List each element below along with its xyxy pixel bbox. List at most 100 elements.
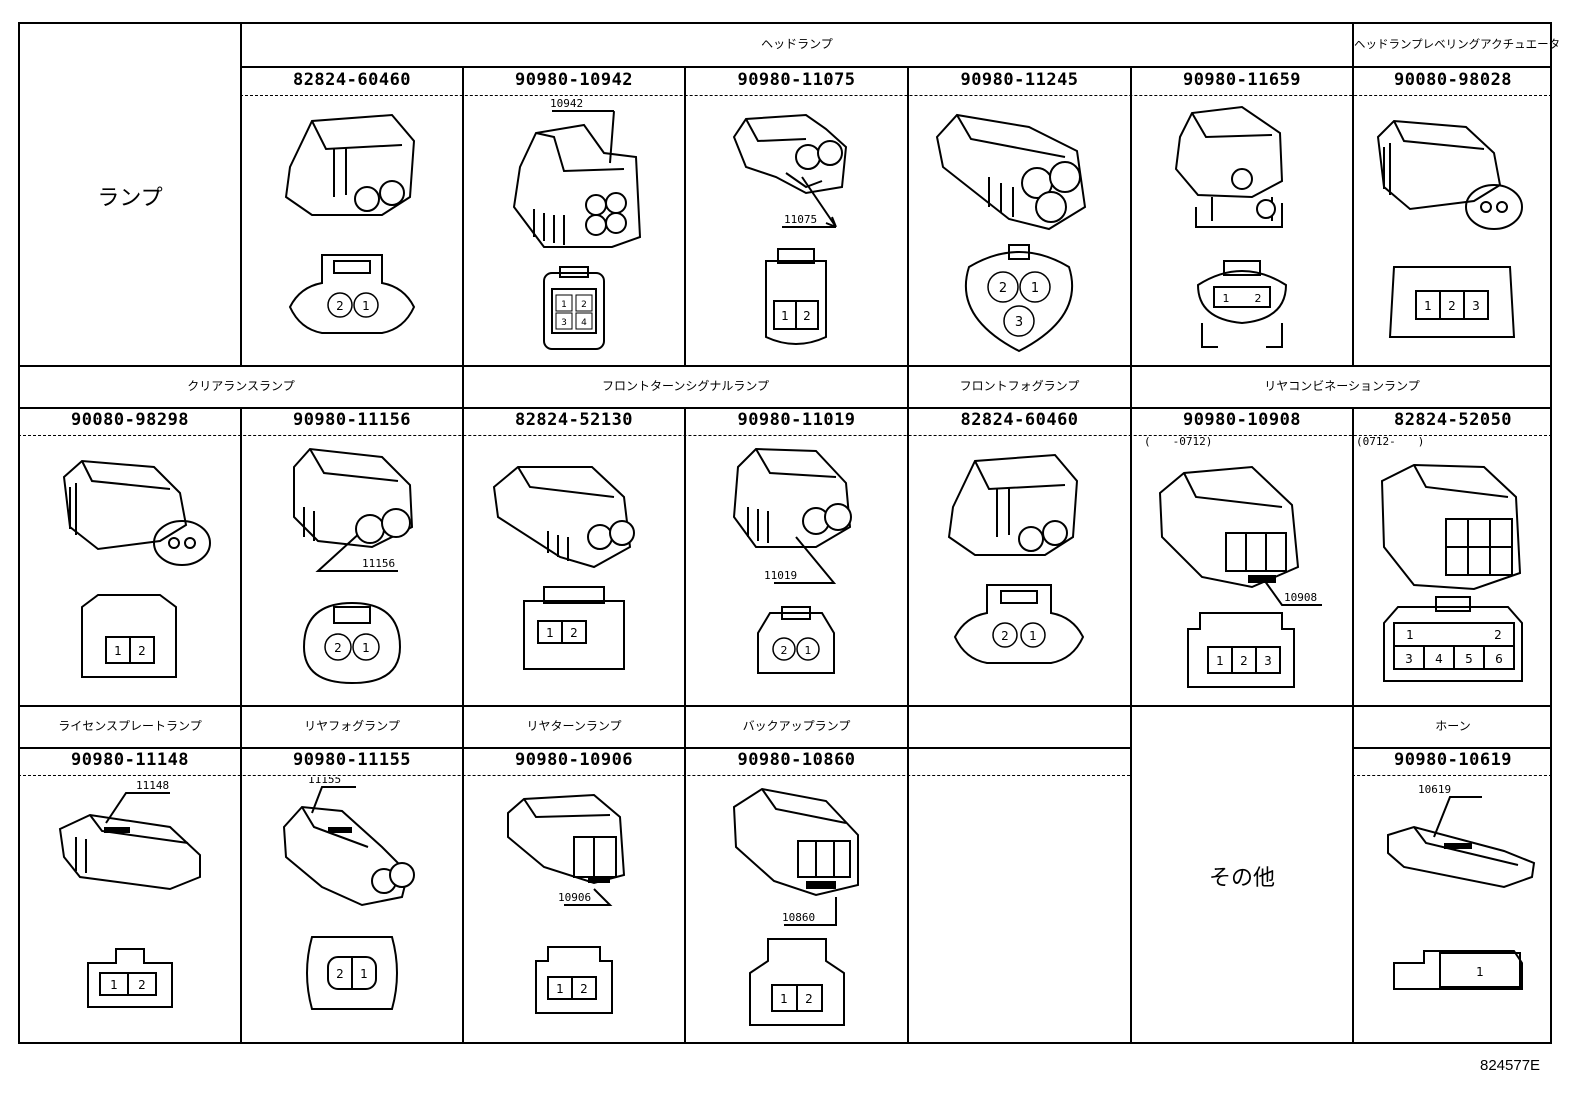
- row2-col-divider: [240, 407, 242, 707]
- group-label-clearance-lamp: クリアランスランプ: [187, 379, 295, 393]
- group-label-front-fog-lamp: フロントフォグランプ: [959, 379, 1080, 393]
- pin-label: 1: [546, 626, 554, 640]
- date-range-note: ( -0712): [1144, 437, 1212, 448]
- row3-col-divider: [684, 705, 686, 1043]
- part-number: 90080-98028: [1393, 70, 1513, 90]
- table-border-top: [18, 22, 1552, 24]
- callout-label: 11019: [764, 569, 797, 582]
- pin-label: 3: [1472, 299, 1480, 313]
- part-number: 82824-52050: [1393, 410, 1513, 430]
- row2-col-divider: [907, 365, 909, 707]
- connector-housing-icon: 11075 1 2: [732, 113, 848, 345]
- group-label-license-plate-lamp: ライセンスプレートランプ: [58, 719, 202, 733]
- pin-label: 3: [1405, 652, 1413, 666]
- pin-label: 2: [1001, 629, 1009, 643]
- group-label-front-turn-signal-lamp: フロントターンシグナルランプ: [601, 379, 770, 393]
- connector-housing-icon: 10619 1: [1387, 783, 1536, 990]
- connector-housing-icon: 11148 1 2: [58, 779, 201, 1008]
- part-number: 90980-11245: [960, 70, 1079, 90]
- pin-label: 2: [1255, 292, 1262, 305]
- pin-label: 1: [114, 644, 122, 658]
- figure-id: 824577E: [1480, 1057, 1541, 1074]
- connector-cell: 1 2: [1132, 97, 1352, 365]
- pin-label: 2: [1240, 654, 1248, 668]
- row3-col-divider: [1352, 705, 1354, 1043]
- connector-cell: 11156 2 1: [242, 437, 462, 705]
- pin-label: 2: [805, 992, 813, 1006]
- pin-label: 1: [561, 300, 567, 310]
- row2-col-divider: [1130, 365, 1132, 707]
- pin-label: 1: [1424, 299, 1432, 313]
- pin-label: 2: [1448, 299, 1456, 313]
- row3-col-divider: [462, 705, 464, 1043]
- pin-label: 2: [138, 644, 146, 658]
- connector-cell: 10942 1 2 3 4: [464, 97, 684, 365]
- connector-housing-icon: 11019 2 1: [732, 447, 852, 674]
- connector-cell: 10619 1: [1354, 777, 1552, 1041]
- connector-housing-icon: 11155 2 1: [282, 777, 415, 1010]
- part-number: 90980-11075: [737, 70, 856, 90]
- connector-cell: 11075 1 2: [686, 97, 907, 365]
- callout-label: 10906: [558, 891, 591, 904]
- part-number: 82824-60460: [960, 410, 1079, 430]
- pin-label: 2: [570, 626, 578, 640]
- group-label-horn: ホーン: [1435, 719, 1471, 733]
- row1-col-divider: [1130, 66, 1132, 367]
- date-range-note: (0712- ): [1356, 437, 1424, 448]
- other-label: その他: [1208, 866, 1275, 891]
- group-label-rear-turn-lamp: リヤターンランプ: [526, 719, 622, 733]
- connector-cell: 11148 1 2: [20, 777, 240, 1041]
- callout-label: 10908: [1284, 591, 1317, 604]
- row2-col-divider: [1352, 407, 1354, 707]
- pin-label: 5: [1465, 652, 1473, 666]
- connector-housing-icon: 1 2 3: [1376, 119, 1523, 338]
- table-border-bottom: [18, 1042, 1552, 1044]
- connector-cell: 2 1: [242, 97, 462, 365]
- callout-label: 10619: [1418, 783, 1451, 796]
- pin-label: 1: [780, 992, 788, 1006]
- pin-label: 1: [805, 644, 812, 657]
- connector-cell: 10906 1 2: [464, 777, 684, 1041]
- connector-housing-icon: 2 1 3: [935, 113, 1087, 353]
- pin-label: 1: [360, 967, 368, 981]
- connector-cell: 2 1: [909, 437, 1130, 705]
- pin-label: 2: [803, 309, 811, 323]
- callout-label: 11155: [308, 777, 341, 786]
- row2-group-divider: [18, 407, 1552, 409]
- pin-label: 1: [1029, 629, 1037, 643]
- pin-label: 4: [581, 318, 587, 328]
- callout-label: 11156: [362, 557, 395, 570]
- row3-number-divider-b: [1352, 775, 1552, 776]
- row3-group-divider-b: [1352, 747, 1552, 749]
- row1-col-divider: [240, 22, 242, 367]
- row3-col-divider: [240, 705, 242, 1043]
- pin-label: 1: [1223, 292, 1230, 305]
- pin-label: 1: [556, 982, 564, 996]
- connector-housing-icon: 1 2: [492, 466, 635, 670]
- pin-label: 2: [581, 300, 587, 310]
- callout-label: 10942: [550, 97, 583, 110]
- pin-label: 3: [1015, 315, 1023, 330]
- part-number: 90980-11156: [292, 410, 412, 430]
- part-number: 90980-11148: [70, 750, 190, 770]
- connector-housing-icon: 10906 1 2: [507, 793, 626, 1014]
- row1-col-divider: [462, 66, 464, 367]
- connector-cell: 2 1 3: [909, 97, 1130, 365]
- part-number: 90980-11659: [1182, 70, 1302, 90]
- part-number: 90980-10908: [1182, 410, 1302, 430]
- connector-housing-icon: 10908 ( -0712) 1 2 3: [1144, 437, 1322, 688]
- connector-cell: 10908 ( -0712) 1 2 3: [1132, 437, 1352, 705]
- pin-label: 6: [1495, 652, 1503, 666]
- pin-label: 2: [336, 967, 344, 981]
- part-number: 90980-10860: [737, 750, 856, 770]
- part-number: 90980-11019: [737, 410, 856, 430]
- group-label-headlamp: ヘッドランプ: [761, 37, 833, 51]
- table-border-left: [18, 22, 20, 1044]
- part-number: 82824-52130: [514, 410, 634, 430]
- row2-bottom: [18, 705, 1552, 707]
- connector-cell: 1 2: [20, 437, 240, 705]
- connector-housing-icon: 2 1: [947, 453, 1085, 664]
- connector-housing-icon: 10942 1 2 3 4: [512, 97, 642, 350]
- connector-cell: 11019 2 1: [686, 437, 907, 705]
- connector-cell: 11155 2 1: [242, 777, 462, 1041]
